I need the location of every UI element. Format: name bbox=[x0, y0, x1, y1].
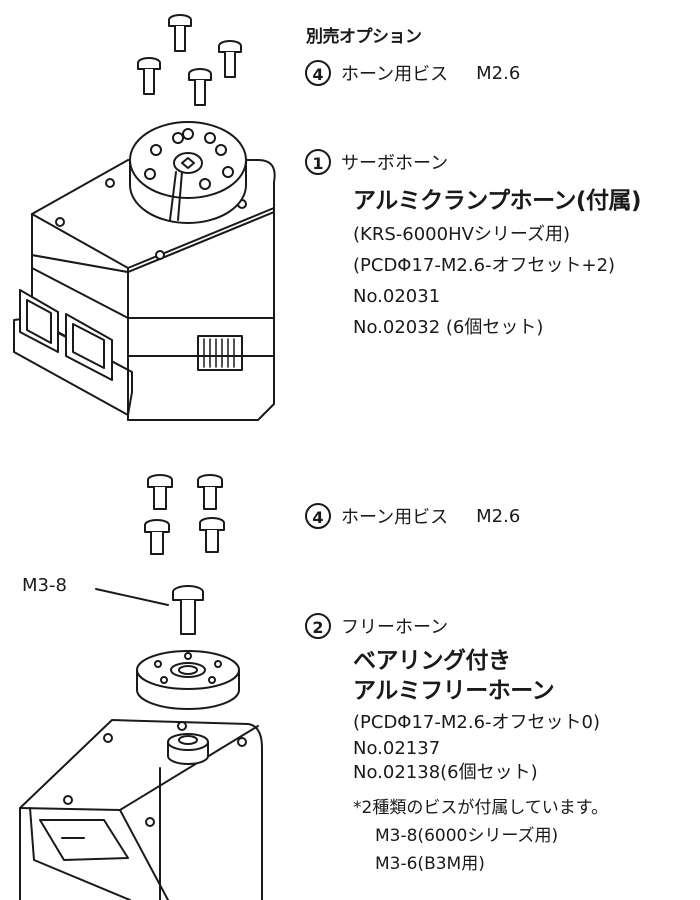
m3-8-screw-icon bbox=[172, 585, 204, 635]
detail-line: (KRS-6000HVシリーズ用) bbox=[353, 224, 571, 245]
screw-option-label: ホーン用ビス bbox=[341, 507, 449, 528]
screw-icon bbox=[147, 474, 173, 510]
option-number-badge: 4 bbox=[305, 60, 331, 86]
screw-option-bottom: 4 ホーン用ビス M2.6 bbox=[305, 503, 520, 529]
included-screw: M3-6(B3M用) bbox=[375, 854, 485, 874]
section-heading: 別売オプション bbox=[306, 27, 422, 47]
detail-line: (PCDΦ17-M2.6-オフセット+2) bbox=[353, 255, 616, 276]
horn-screws-top bbox=[137, 14, 242, 106]
screw-icon bbox=[168, 14, 192, 52]
screw-option-size: M2.6 bbox=[476, 505, 521, 527]
horn-label: サーボホーン bbox=[341, 153, 449, 174]
name-line: アルミフリーホーン bbox=[353, 678, 555, 704]
servo-with-clamp-horn bbox=[13, 121, 276, 421]
horn-item-1: 1 サーボホーン bbox=[305, 149, 448, 175]
horn-screws-bottom bbox=[144, 474, 225, 555]
included-screw: M3-8(6000シリーズ用) bbox=[375, 826, 559, 846]
part-number: No.02138(6個セット) bbox=[353, 762, 538, 783]
horn-details: (PCDΦ17-M2.6-オフセット0) No.02137 No.02138(6… bbox=[353, 707, 600, 786]
screw-option-top: 4 ホーン用ビス M2.6 bbox=[305, 60, 520, 86]
horn-product-name: ベアリング付き アルミフリーホーン bbox=[353, 646, 555, 706]
part-number: No.02137 bbox=[353, 738, 441, 759]
option-number-badge: 2 bbox=[305, 613, 331, 639]
screw-icon bbox=[199, 517, 225, 553]
horn-label: フリーホーン bbox=[341, 617, 449, 638]
callout-leader bbox=[95, 588, 169, 606]
screw-icon bbox=[137, 57, 161, 95]
included-screws-note: *2種類のビスが付属しています。 M3-8(6000シリーズ用) M3-6(B3… bbox=[353, 794, 608, 878]
screw-icon bbox=[197, 474, 223, 510]
screw-icon bbox=[188, 68, 212, 106]
free-horn-icon bbox=[136, 650, 240, 710]
name-line: ベアリング付き bbox=[353, 648, 511, 674]
part-number: No.02031 bbox=[353, 286, 441, 307]
screw-icon bbox=[144, 519, 170, 555]
screw-icon bbox=[218, 40, 242, 78]
callout-label: M3-8 bbox=[22, 575, 67, 596]
screw-option-size: M2.6 bbox=[476, 62, 521, 84]
option-number-badge: 1 bbox=[305, 149, 331, 175]
detail-line: (PCDΦ17-M2.6-オフセット0) bbox=[353, 712, 600, 733]
part-number: No.02032 (6個セット) bbox=[353, 317, 544, 338]
servo-bearing-base bbox=[19, 719, 263, 900]
option-number-badge: 4 bbox=[305, 503, 331, 529]
horn-item-2: 2 フリーホーン bbox=[305, 613, 448, 639]
note-text: *2種類のビスが付属しています。 bbox=[353, 798, 609, 818]
horn-details: (KRS-6000HVシリーズ用) (PCDΦ17-M2.6-オフセット+2) … bbox=[353, 219, 615, 343]
horn-product-name: アルミクランプホーン(付属) bbox=[353, 188, 641, 214]
screw-option-label: ホーン用ビス bbox=[341, 64, 449, 85]
